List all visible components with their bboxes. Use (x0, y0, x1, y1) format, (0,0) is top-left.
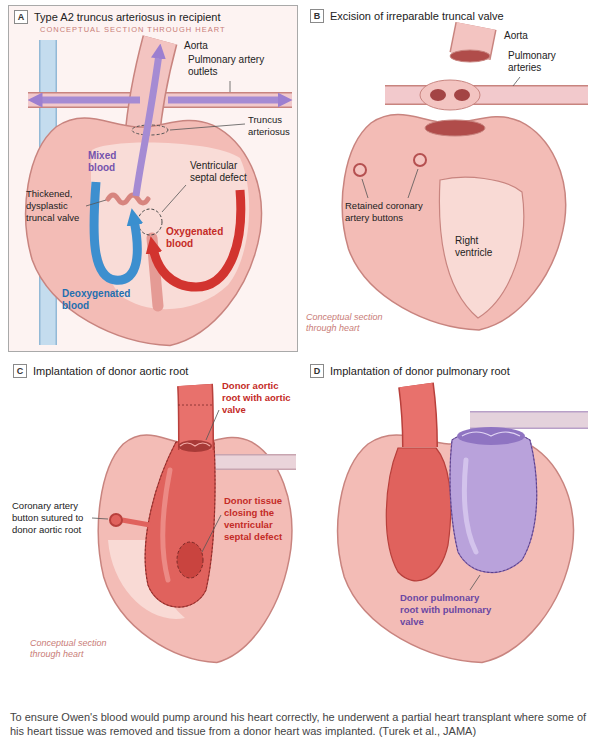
panel-heading: Implantation of donor pulmonary root (330, 365, 510, 377)
illustration-shape (470, 575, 480, 590)
illustration-shape (513, 77, 520, 86)
panel-heading: Implantation of donor aortic root (33, 365, 188, 377)
annotation-label: Deoxygenated blood (62, 288, 146, 312)
annotation-label: Conceptual section through heart (306, 312, 390, 334)
panel-heading: Excision of irreparable truncal valve (330, 10, 504, 22)
panel-b-art (342, 26, 588, 330)
annotation-label: CONCEPTUAL SECTION THROUGH HEART (40, 24, 226, 36)
panel-c-art (92, 385, 296, 663)
illustration-shape (86, 200, 106, 206)
illustration-shape (454, 89, 470, 101)
illustration-shape (450, 431, 537, 572)
illustration-shape (138, 209, 162, 235)
figure-caption: To ensure Owen's blood would pump around… (10, 710, 587, 738)
illustration-shape (145, 442, 215, 607)
illustration-shape (178, 440, 212, 452)
annotation-label: Pulmonary arteries (508, 50, 588, 74)
panel-letter: A (14, 10, 28, 24)
illustration-shape (450, 50, 490, 62)
illustration-shape (153, 190, 241, 287)
annotation-label: Donor pulmonary root with pulmonary valv… (400, 592, 500, 628)
panel-letter: C (13, 364, 27, 378)
annotation-label: Coronary artery button sutured to donor … (12, 500, 94, 536)
illustration-shape (108, 195, 148, 203)
annotation-label: Pulmonary artery outlets (188, 54, 283, 78)
illustration-shape (416, 385, 420, 447)
illustration-shape (206, 410, 219, 440)
illustration-shape (162, 185, 186, 212)
illustration-shape (38, 97, 140, 104)
annotation-label: Conceptual section through heart (30, 638, 125, 660)
illustration-shape (212, 456, 296, 469)
panel-title: A Type A2 truncus arteriosus in recipient (14, 10, 220, 24)
illustration-shape (425, 120, 485, 136)
panel-title: C Implantation of donor aortic root (13, 364, 188, 378)
illustration-shape (94, 182, 137, 280)
illustration-shape (439, 177, 523, 318)
illustration-shape (414, 154, 426, 166)
panel-title: D Implantation of donor pulmonary root (310, 364, 510, 378)
illustration-shape (470, 411, 588, 429)
illustration-shape (92, 518, 108, 519)
annotation-label: Aorta (504, 30, 544, 42)
illustration-shape (177, 542, 203, 578)
illustration-shape (168, 97, 282, 104)
illustration-shape (170, 124, 245, 130)
panel: D Implantation of donor pulmonary root (305, 360, 590, 695)
illustration-shape (457, 427, 525, 445)
illustration-shape (416, 385, 420, 447)
annotation-label: Aorta (184, 40, 224, 52)
annotation-label: Right ventricle (455, 235, 515, 259)
illustration-shape (342, 115, 565, 330)
illustration-shape (462, 432, 520, 436)
illustration-shape (385, 85, 588, 105)
panel-title: B Excision of irreparable truncal valve (310, 9, 504, 23)
panel-d-art (338, 385, 588, 663)
panel-a-art (8, 5, 298, 352)
illustration-shape (230, 81, 231, 92)
illustration-shape (450, 431, 537, 572)
annotation-label: Thickened, dysplastic truncal valve (26, 188, 86, 224)
illustration-shape (202, 515, 221, 552)
illustration-shape (430, 89, 446, 101)
annotation-label: Truncus arteriosus (248, 114, 297, 138)
panel-letter: D (310, 364, 324, 378)
illustration-shape (420, 80, 480, 110)
illustration-shape (122, 520, 150, 525)
illustration-shape (408, 169, 418, 198)
annotation-label: Oxygenated blood (166, 226, 232, 250)
illustration-shape (180, 443, 210, 446)
illustration-shape (386, 448, 450, 581)
panel-letter: B (310, 9, 324, 23)
illustration-shape (8, 5, 298, 352)
illustration-shape (464, 460, 476, 552)
illustration-shape (178, 405, 213, 406)
annotation-label: Ventricular septal defect (190, 160, 256, 184)
annotation-label: Mixed blood (88, 150, 132, 174)
illustration-shape (110, 514, 122, 526)
illustration-shape (385, 87, 588, 104)
illustration-shape (163, 470, 170, 580)
illustration-shape (470, 413, 588, 428)
panel-heading: Type A2 truncus arteriosus in recipient (34, 11, 220, 23)
illustration-shape (136, 54, 159, 196)
illustration-shape (362, 179, 368, 198)
annotation-label: Donor tissue closing the ventricular sep… (224, 495, 288, 543)
illustration-shape (145, 442, 215, 607)
annotation-label: Retained coronary artery buttons (345, 200, 433, 224)
annotation-label: Donor aortic root with aortic valve (222, 380, 298, 416)
illustration-shape (354, 164, 366, 176)
illustration-shape (212, 454, 296, 470)
